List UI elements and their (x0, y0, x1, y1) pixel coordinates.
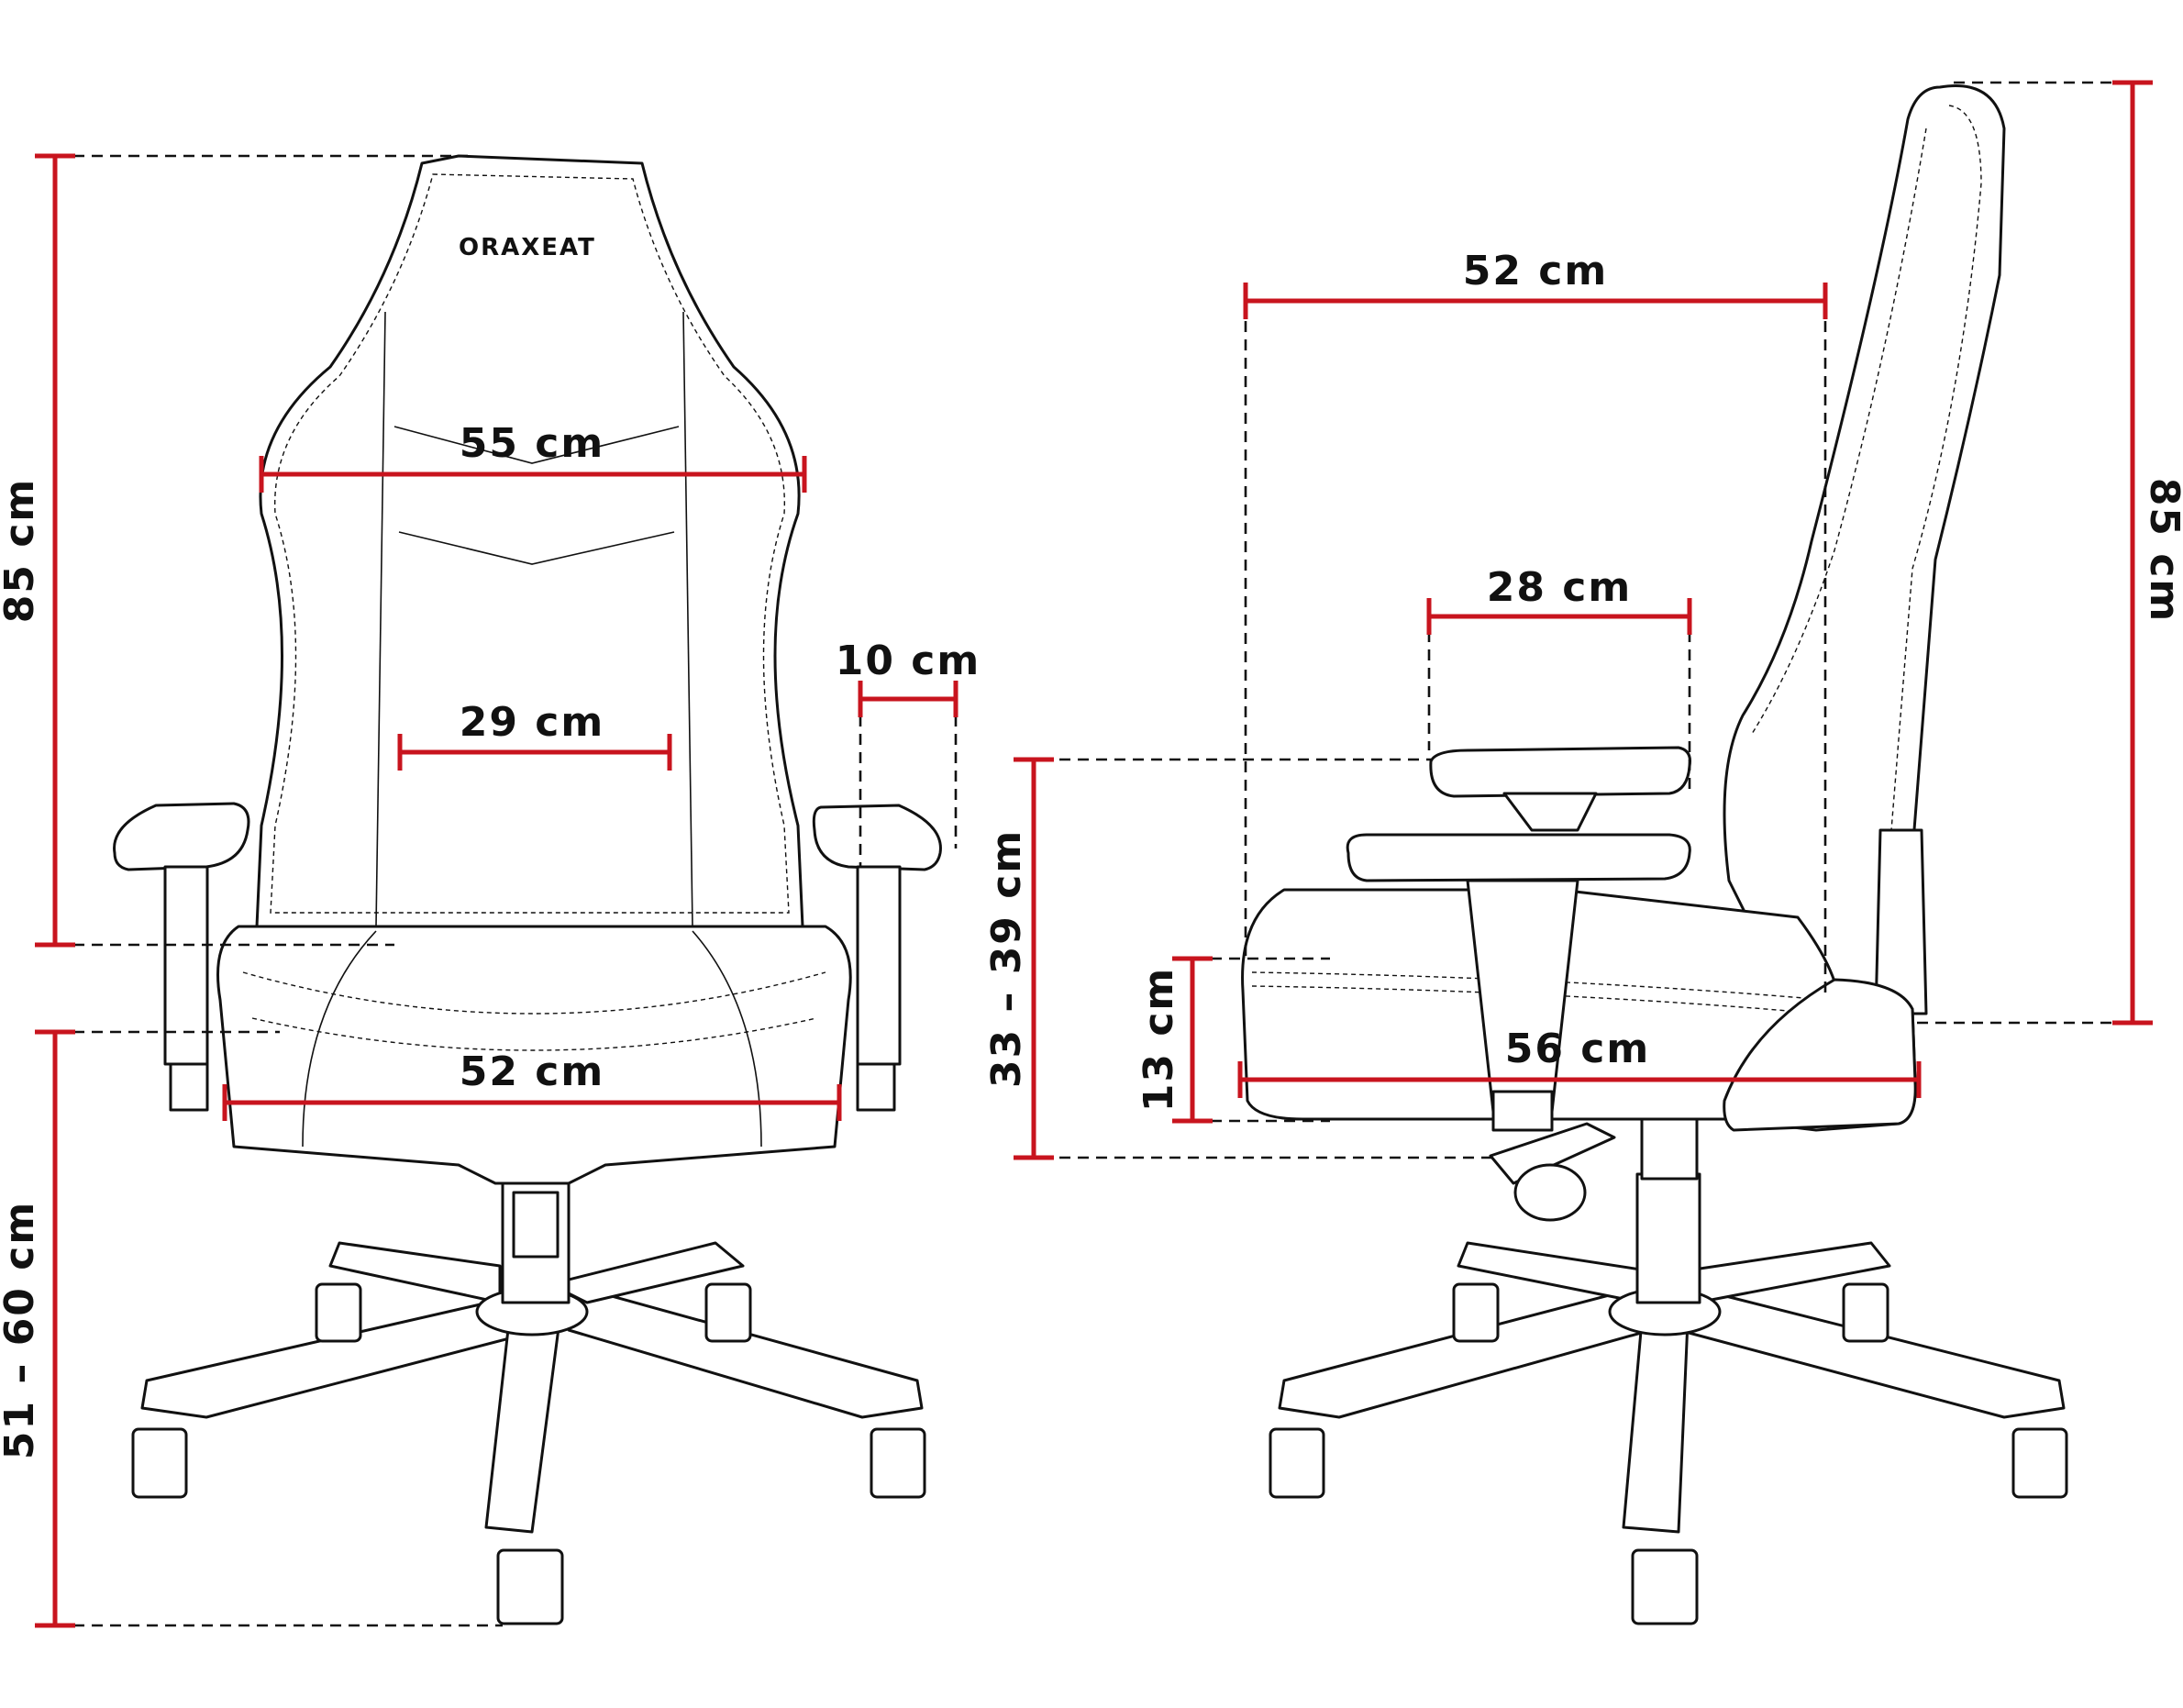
label-shoulder-width: 55 cm (460, 420, 604, 467)
dim-front-seat-height (35, 1029, 75, 1628)
extension-lines (55, 81, 2133, 1627)
label-backrest-depth: 52 cm (1463, 248, 1608, 294)
label-armrest-height: 33 – 39 cm (983, 829, 1030, 1088)
front-chair-right-armrest (812, 804, 942, 1112)
side-view-chair (1241, 84, 2068, 1625)
label-front-seat-height: 51 – 60 cm (0, 1201, 43, 1459)
dim-front-height (35, 153, 75, 948)
dim-backrest-depth (1243, 283, 1828, 319)
front-chair-left-armrest (113, 802, 250, 1112)
label-lumbar-width: 29 cm (460, 699, 604, 746)
dim-lumbar-width (397, 734, 672, 771)
dim-armrest-height (1014, 757, 1054, 1160)
side-chair-seat (1241, 888, 1917, 1132)
dim-seat-depth (1237, 1061, 1922, 1098)
front-view-chair: ORAXEAT (113, 154, 942, 1625)
dim-armrest-length (1426, 598, 1692, 635)
dimension-labels: 85 cm 51 – 60 cm 55 cm 29 cm 10 cm 52 cm… (0, 248, 2183, 1459)
label-seat-depth: 56 cm (1505, 1026, 1650, 1072)
dim-armrest-width (858, 681, 959, 717)
label-front-height: 85 cm (0, 478, 43, 623)
dim-seat-thickness (1172, 956, 1213, 1124)
dim-seat-width (222, 1084, 842, 1121)
label-seat-width: 52 cm (460, 1048, 604, 1095)
brand-logo: ORAXEAT (459, 234, 596, 261)
dim-shoulder-width (259, 456, 807, 493)
side-chair-armrest (1346, 746, 1691, 1132)
label-armrest-width: 10 cm (836, 638, 981, 684)
label-seat-thickness: 13 cm (1136, 967, 1182, 1112)
side-chair-backrest (1723, 84, 2006, 1015)
side-chair-base (1269, 1113, 2068, 1625)
front-chair-seat (216, 925, 852, 1185)
dimension-lines (35, 80, 2153, 1628)
dim-side-height (2112, 80, 2153, 1026)
front-chair-backrest (255, 154, 804, 928)
label-armrest-length: 28 cm (1487, 564, 1632, 611)
front-chair-base (131, 1181, 926, 1625)
label-side-height: 85 cm (2141, 478, 2183, 623)
